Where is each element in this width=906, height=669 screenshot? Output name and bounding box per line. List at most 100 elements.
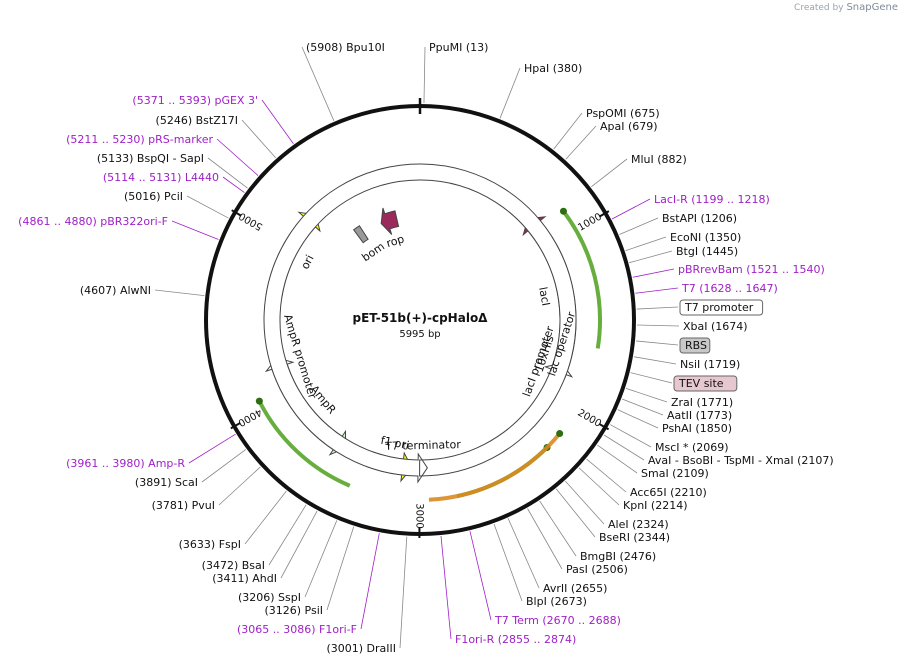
site-label[interactable]: AatII (1773) xyxy=(667,409,732,422)
site-label[interactable]: PasI (2506) xyxy=(566,563,628,576)
leader-line xyxy=(555,488,596,538)
leader-line xyxy=(244,490,287,545)
leader-line xyxy=(188,433,236,464)
feature-rop[interactable]: rop xyxy=(380,207,406,250)
site-label[interactable]: AleI (2324) xyxy=(608,518,669,531)
primer-label[interactable]: (5114 .. 5131) L4440 xyxy=(103,171,219,184)
primer-label[interactable]: (3961 .. 3980) Amp-R xyxy=(66,457,185,470)
site-label[interactable]: KpnI (2214) xyxy=(623,499,688,512)
site-label[interactable]: NsiI (1719) xyxy=(680,358,740,371)
site-label[interactable]: PshAI (1850) xyxy=(662,422,732,435)
site-label[interactable]: AvaI - BsoBI - TspMI - XmaI (2107) xyxy=(648,454,834,467)
plasmid-length: 5995 bp xyxy=(399,329,440,340)
site-label[interactable]: SmaI (2109) xyxy=(641,467,709,480)
feature-arc[interactable] xyxy=(428,432,562,502)
primer-label[interactable]: F1ori-R (2855 .. 2874) xyxy=(455,633,576,646)
site-label[interactable]: BtgI (1445) xyxy=(676,245,738,258)
leader-line xyxy=(241,119,277,159)
site-label[interactable]: (5246) BstZ17I xyxy=(156,114,238,127)
feature-T7-terminator[interactable]: T7 terminator xyxy=(263,163,577,484)
primer-label[interactable]: T7 (1628 .. 1647) xyxy=(681,282,778,295)
primer-label[interactable]: pBRrevBam (1521 .. 1540) xyxy=(678,263,825,276)
site-label[interactable]: BlpI (2673) xyxy=(526,595,587,608)
feature-arc[interactable] xyxy=(257,400,351,488)
snapgene-logo: SnapGene xyxy=(846,2,898,13)
site-label[interactable]: (3411) AhdI xyxy=(212,572,277,585)
leader-line xyxy=(617,409,659,429)
leader-line xyxy=(440,535,452,640)
site-label[interactable]: PspOMI (675) xyxy=(586,107,660,120)
site-label[interactable]: (3001) DraIII xyxy=(326,642,396,655)
site-label[interactable]: T7 promoter xyxy=(684,301,754,314)
primer-label[interactable]: T7 Term (2670 .. 2688) xyxy=(494,614,621,627)
primer-label[interactable]: (5211 .. 5230) pRS-marker xyxy=(66,133,213,146)
leader-line xyxy=(565,480,605,525)
site-label[interactable]: AvrII (2655) xyxy=(543,582,607,595)
leader-line xyxy=(609,424,652,448)
site-label[interactable]: PpuMI (13) xyxy=(429,41,488,54)
scale-tick-label: 5000 xyxy=(237,210,265,232)
site-label[interactable]: ZraI (1771) xyxy=(671,396,733,409)
leader-line xyxy=(186,195,229,219)
primer-label[interactable]: (3065 .. 3086) F1ori-F xyxy=(237,623,357,636)
site-label[interactable]: XbaI (1674) xyxy=(683,320,748,333)
site-label[interactable]: (3472) BsaI xyxy=(202,559,265,572)
arc-head xyxy=(556,430,564,438)
leader-line xyxy=(578,467,620,506)
site-label[interactable]: (3633) FspI xyxy=(179,538,241,551)
feature-bom[interactable]: bom xyxy=(352,225,387,265)
site-label[interactable]: HpaI (380) xyxy=(524,62,582,75)
site-label[interactable]: (3206) SspI xyxy=(238,591,301,604)
leader-line xyxy=(630,372,673,384)
leader-line xyxy=(304,520,338,598)
feature-label-box xyxy=(679,299,764,316)
site-label[interactable]: BstAPI (1206) xyxy=(662,212,737,225)
leader-line xyxy=(636,324,680,327)
primer-label[interactable]: (4861 .. 4880) pBR322ori-F xyxy=(18,215,168,228)
site-label[interactable]: ApaI (679) xyxy=(600,120,658,133)
site-label[interactable]: (3891) ScaI xyxy=(135,476,198,489)
site-label[interactable]: (5016) PciI xyxy=(124,190,183,203)
site-label[interactable]: RBS xyxy=(685,339,707,352)
leader-line xyxy=(301,46,335,121)
site-label[interactable]: TEV site xyxy=(678,377,724,390)
label-leaders xyxy=(154,46,680,649)
leader-line xyxy=(493,523,523,602)
site-label[interactable]: EcoNI (1350) xyxy=(670,231,741,244)
primer-label[interactable]: LacI-R (1199 .. 1218) xyxy=(654,193,770,206)
scale-tick xyxy=(231,209,242,217)
site-label[interactable]: (5133) BspQI - SapI xyxy=(97,152,204,165)
snapgene-credit: Created by SnapGene xyxy=(794,2,898,13)
site-label[interactable]: (4607) AlwNI xyxy=(80,284,151,297)
leader-line xyxy=(553,112,583,150)
scale-tick-label: 4000 xyxy=(236,406,264,428)
site-label[interactable]: MluI (882) xyxy=(631,153,687,166)
site-label[interactable]: Acc65I (2210) xyxy=(630,486,707,499)
leader-line xyxy=(603,434,645,461)
site-label[interactable]: (3126) PsiI xyxy=(264,604,323,617)
leader-line xyxy=(216,138,259,176)
scale-tick-label: 1000 xyxy=(576,211,604,233)
leader-line xyxy=(591,158,628,188)
feature-arcs xyxy=(255,207,602,502)
T7-terminator-shape xyxy=(263,163,577,484)
site-label[interactable]: BseRI (2344) xyxy=(599,531,670,544)
site-label[interactable]: BmgBI (2476) xyxy=(580,550,656,563)
leader-line xyxy=(636,306,679,310)
site-label[interactable]: MscI * (2069) xyxy=(655,441,729,454)
arc-head xyxy=(559,207,567,215)
primer-label[interactable]: (5371 .. 5393) pGEX 3' xyxy=(132,94,258,107)
site-label[interactable]: (3781) PvuI xyxy=(152,499,215,512)
leader-line xyxy=(611,198,651,220)
leader-line xyxy=(635,340,679,346)
bom-label: bom xyxy=(359,240,387,265)
leader-line xyxy=(597,444,638,474)
scale-tick xyxy=(598,422,610,431)
scale-tick-label: 2000 xyxy=(576,408,604,430)
feature-arc[interactable] xyxy=(561,210,602,349)
leader-line xyxy=(222,176,245,193)
leader-line xyxy=(625,387,668,403)
leader-line xyxy=(360,533,380,630)
site-label[interactable]: (5908) Bpu10I xyxy=(306,41,385,54)
